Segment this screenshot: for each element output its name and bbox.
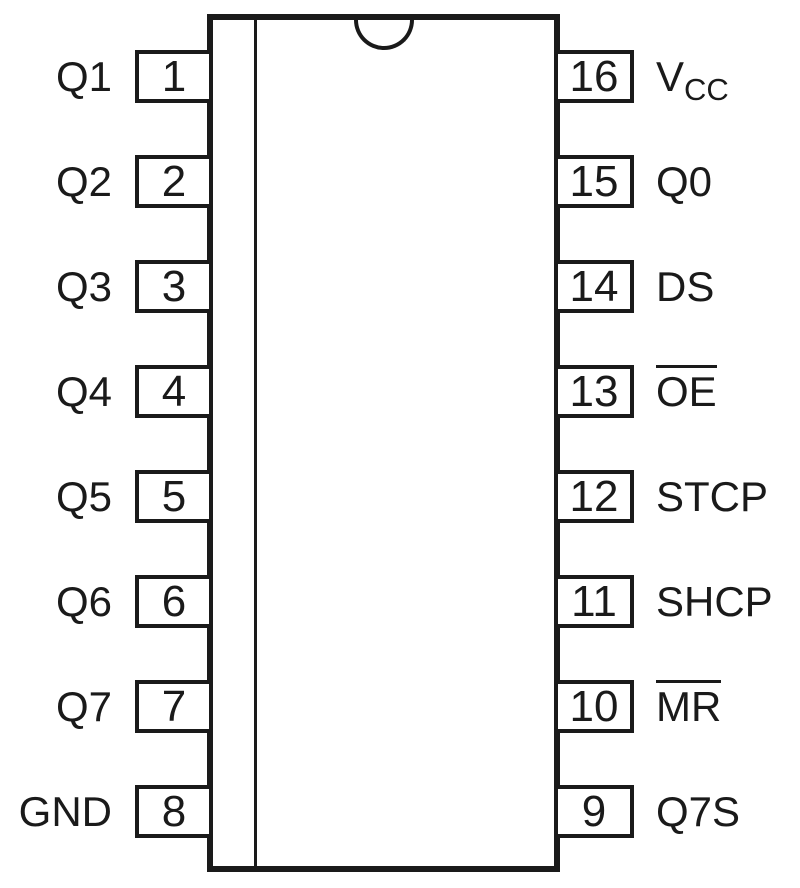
pin-1-label: Q1 (55, 53, 112, 100)
pin-16-label: VCC (656, 50, 729, 107)
pin-13-box: 13 (554, 365, 634, 418)
pin-16-box: 16 (554, 50, 634, 103)
pin-3-box: 3 (135, 260, 213, 313)
pin-label-overline: OE (656, 365, 717, 413)
pin-2-label: Q2 (55, 158, 112, 205)
pin-14-label: DS (656, 263, 715, 310)
pin-7-box: 7 (135, 680, 213, 733)
pin-2-box: 2 (135, 155, 213, 208)
pin-3-label: Q3 (55, 263, 112, 310)
pin-11-box: 11 (554, 575, 634, 628)
pin-13-label: OE (656, 365, 717, 418)
pin-10-box: 10 (554, 680, 634, 733)
pin-12-box: 12 (554, 470, 634, 523)
pin-8-label: GND (18, 788, 112, 835)
pin-11-label: SHCP (656, 578, 773, 625)
pin-14-box: 14 (554, 260, 634, 313)
chip-body (207, 14, 560, 872)
pin-5-label: Q5 (55, 473, 112, 520)
pin-1-box: 1 (135, 50, 213, 103)
pin-4-box: 4 (135, 365, 213, 418)
pin-label-subscript: CC (684, 72, 729, 107)
pin-9-box: 9 (554, 785, 634, 838)
pin-10-label: MR (656, 680, 722, 733)
chip-inner-edge-line (254, 20, 257, 866)
pin-6-label: Q6 (55, 578, 112, 625)
pin-4-label: Q4 (55, 368, 112, 415)
pin-8-box: 8 (135, 785, 213, 838)
pin-15-box: 15 (554, 155, 634, 208)
pin-label-overline: MR (656, 680, 722, 728)
pin-6-box: 6 (135, 575, 213, 628)
pin-5-box: 5 (135, 470, 213, 523)
pin-label-main: V (656, 53, 685, 100)
pin-9-label: Q7S (656, 788, 741, 835)
pin-15-label: Q0 (656, 158, 713, 205)
pin-7-label: Q7 (55, 683, 112, 730)
pin-12-label: STCP (656, 473, 769, 520)
